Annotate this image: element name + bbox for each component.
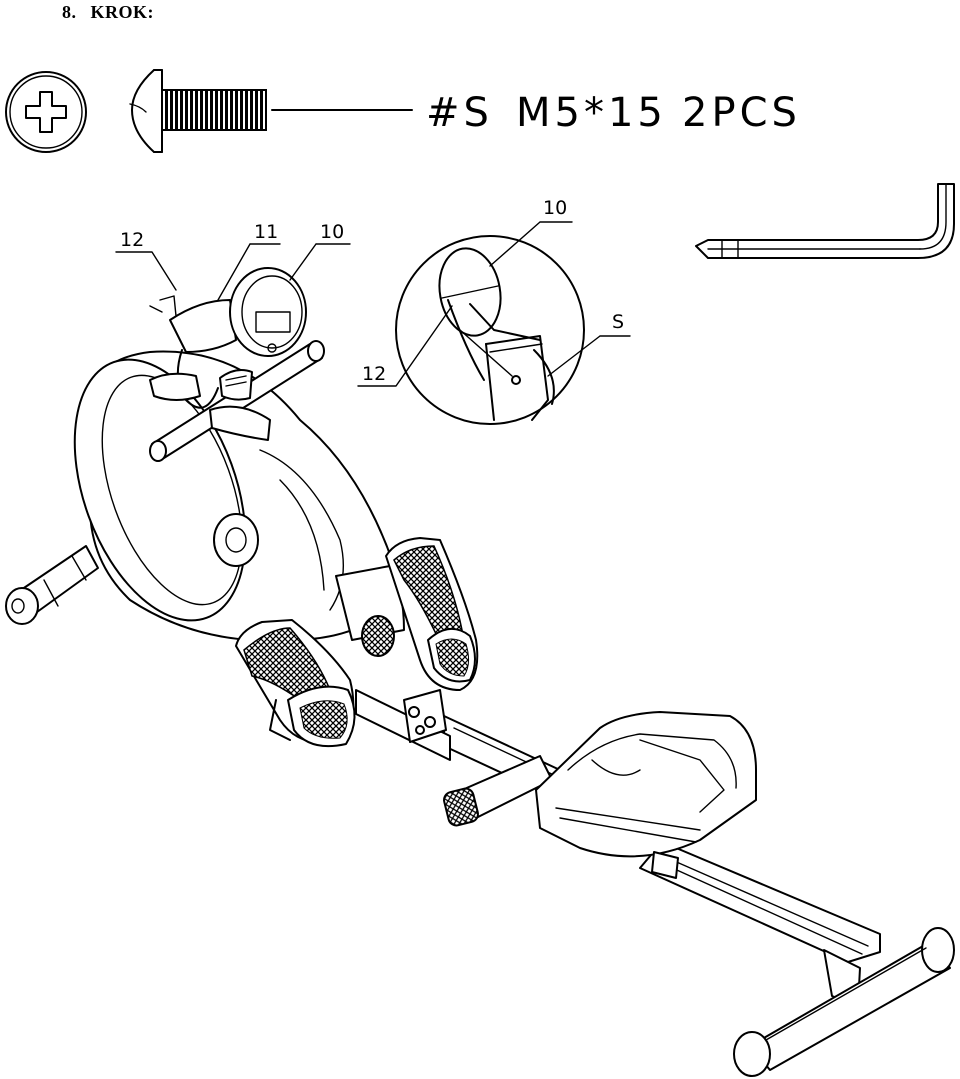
hardware-code: #S (426, 90, 493, 136)
bolt-icon (129, 69, 267, 153)
label-bracket: 11 (254, 221, 278, 243)
label-monitor: 10 (320, 221, 344, 243)
hardware-qty: 2PCS (682, 90, 801, 136)
leader-cable (115, 251, 177, 291)
allen-key-icon (695, 183, 955, 259)
detail-leader-monitor (489, 221, 573, 267)
detail-view (395, 235, 585, 425)
step-number: 8. (62, 2, 77, 22)
step-heading: 8. KROK: (62, 2, 154, 23)
phillips-head-icon (5, 71, 87, 153)
detail-label-cable: 12 (362, 363, 386, 385)
hardware-spec: M5*15 (516, 90, 667, 136)
leader-monitor (289, 243, 351, 281)
leader-bracket (217, 243, 281, 301)
rowing-machine (5, 267, 955, 1077)
label-cable: 12 (120, 229, 144, 251)
detail-label-screw: S (612, 311, 624, 333)
detail-leader-cable (357, 305, 453, 387)
detail-leader-screw (547, 335, 631, 377)
detail-label-monitor: 10 (543, 197, 567, 219)
step-title: KROK: (90, 2, 154, 22)
